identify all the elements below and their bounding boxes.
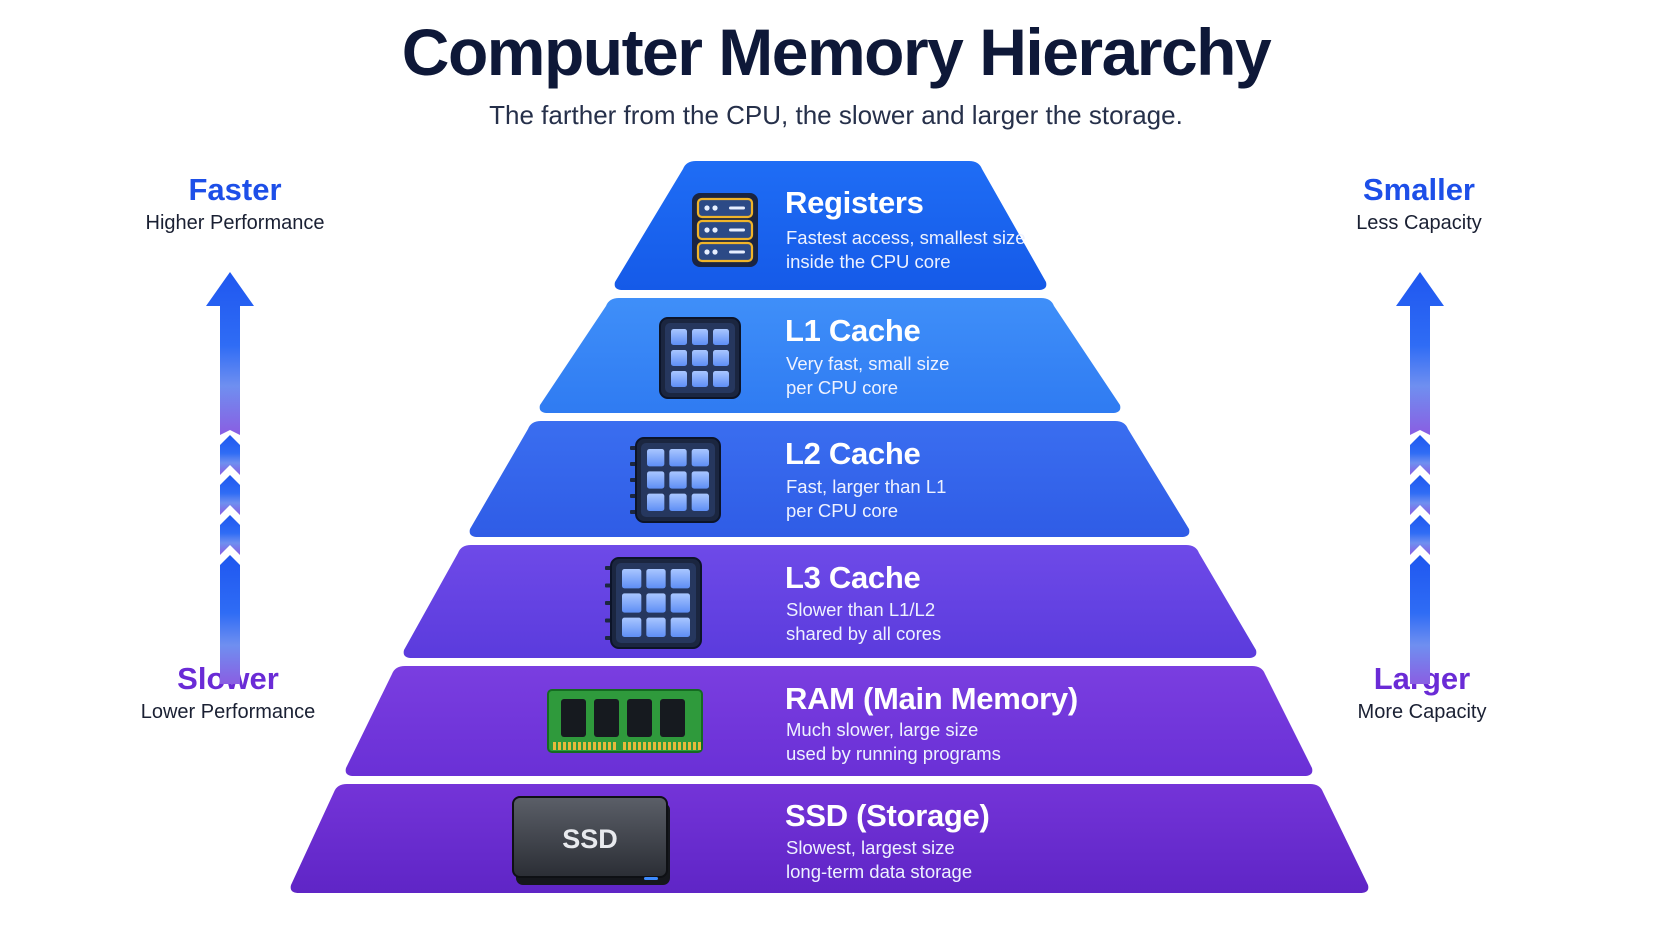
smaller-up-arrow-icon bbox=[1396, 272, 1444, 684]
left-top-sub: Higher Performance bbox=[145, 212, 325, 234]
page-title: Computer Memory Hierarchy bbox=[401, 15, 1272, 89]
right-top-sub: Less Capacity bbox=[1356, 212, 1482, 234]
tier-description-line1: Slower than L1/L2 bbox=[786, 599, 936, 620]
tier-title: L3 Cache bbox=[785, 560, 921, 595]
tier-description-line2: per CPU core bbox=[786, 500, 899, 521]
left-top-heading: Faster bbox=[188, 172, 282, 207]
left-bottom-sub: Lower Performance bbox=[140, 701, 316, 723]
tier-description-line1: Much slower, large size bbox=[786, 719, 979, 740]
tier-title: SSD (Storage) bbox=[785, 798, 990, 833]
tier-title: RAM (Main Memory) bbox=[785, 681, 1078, 716]
tier-description-line2: inside the CPU core bbox=[786, 251, 951, 272]
tier-title: L1 Cache bbox=[785, 313, 921, 348]
right-top-heading: Smaller bbox=[1362, 172, 1475, 207]
tier-description-line1: Fastest access, smallest size bbox=[786, 227, 1026, 248]
ssd-icon-label: SSD bbox=[562, 824, 618, 854]
ram-module-icon bbox=[547, 689, 703, 753]
tier-description-line2: used by running programs bbox=[786, 743, 1001, 764]
tier-description-line2: shared by all cores bbox=[786, 623, 942, 644]
ssd-drive-icon: SSD bbox=[512, 796, 670, 885]
tier-description-line1: Fast, larger than L1 bbox=[786, 476, 947, 497]
tier-description-line2: long-term data storage bbox=[786, 861, 973, 882]
faster-up-arrow-icon bbox=[206, 272, 254, 684]
tier-title: L2 Cache bbox=[785, 436, 921, 471]
server-rack-icon bbox=[692, 193, 758, 267]
cache-chip-icon bbox=[630, 437, 721, 523]
tier-description-line1: Slowest, largest size bbox=[786, 837, 955, 858]
tier-description-line1: Very fast, small size bbox=[786, 353, 950, 374]
page-subtitle: The farther from the CPU, the slower and… bbox=[489, 100, 1183, 130]
tier-description-line2: per CPU core bbox=[786, 377, 899, 398]
tier-title: Registers bbox=[785, 185, 924, 220]
right-bottom-sub: More Capacity bbox=[1357, 701, 1487, 723]
cache-chip-icon bbox=[659, 317, 741, 399]
cache-chip-icon bbox=[605, 557, 702, 649]
